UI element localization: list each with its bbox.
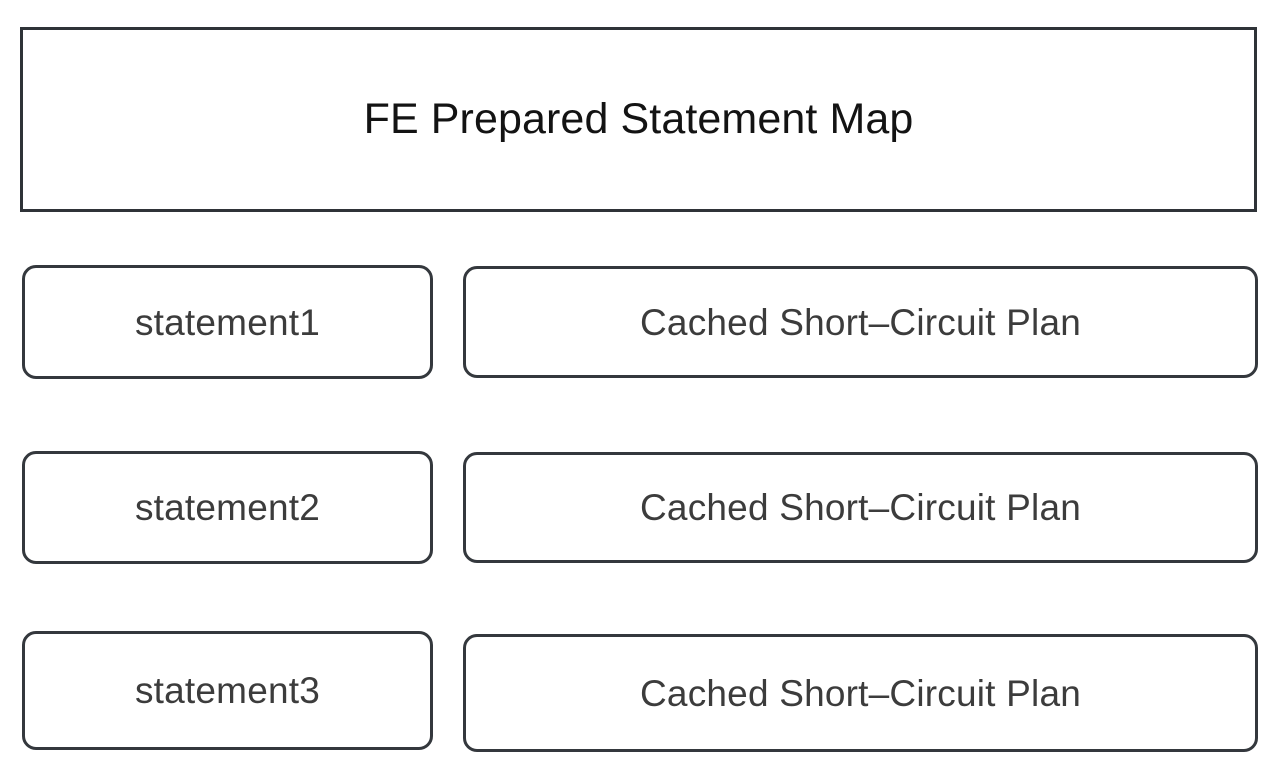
statement-key-label-2: statement2 bbox=[134, 487, 321, 528]
cached-plan-label-2: Cached Short–Circuit Plan bbox=[640, 487, 1081, 528]
statement-key-box-3[interactable]: statement3 bbox=[22, 631, 433, 750]
fe-prepared-statement-map-container: FE Prepared Statement Map bbox=[20, 27, 1257, 212]
cached-plan-label-3: Cached Short–Circuit Plan bbox=[640, 672, 1081, 714]
statement-key-label-3: statement3 bbox=[134, 670, 321, 711]
map-title: FE Prepared Statement Map bbox=[363, 95, 914, 143]
cached-plan-label-1: Cached Short–Circuit Plan bbox=[640, 301, 1081, 343]
cached-plan-box-3[interactable]: Cached Short–Circuit Plan bbox=[463, 634, 1258, 752]
statement-key-label-1: statement1 bbox=[134, 301, 321, 343]
cached-plan-box-2[interactable]: Cached Short–Circuit Plan bbox=[463, 452, 1258, 563]
cached-plan-box-1[interactable]: Cached Short–Circuit Plan bbox=[463, 266, 1258, 378]
statement-key-box-2[interactable]: statement2 bbox=[22, 451, 433, 564]
statement-key-box-1[interactable]: statement1 bbox=[22, 265, 433, 379]
